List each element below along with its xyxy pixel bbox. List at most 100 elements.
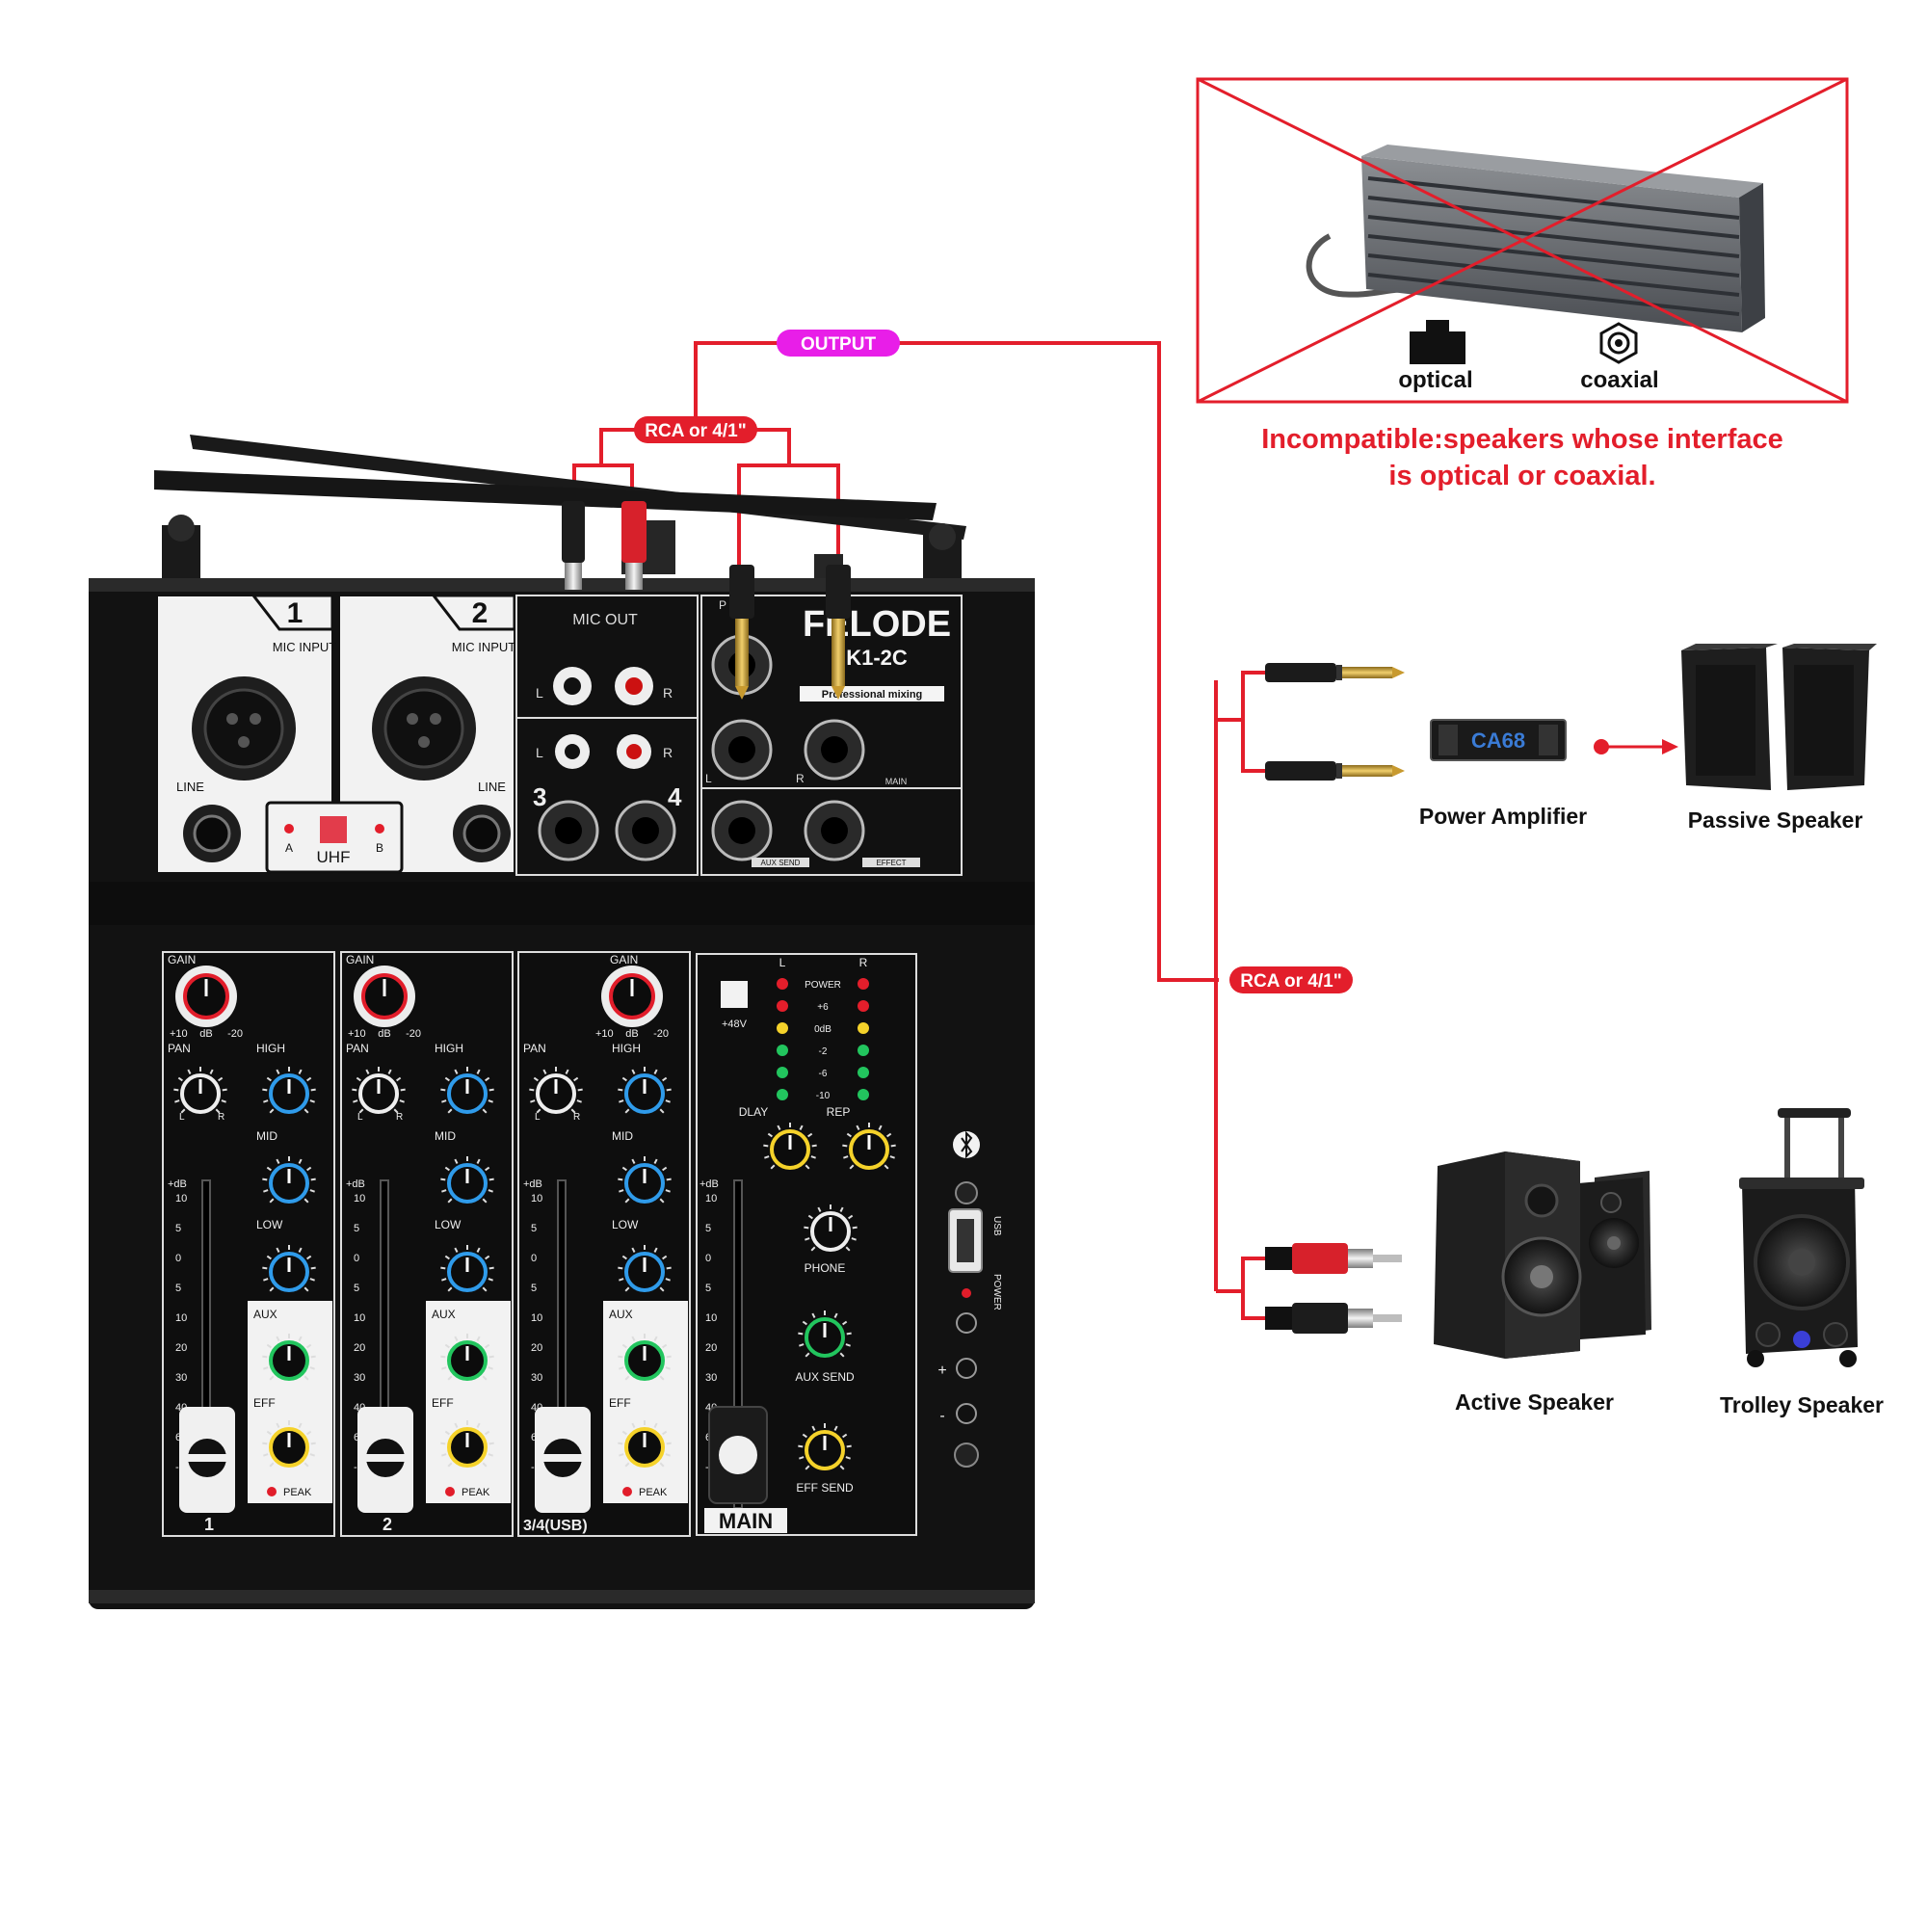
meter-row-label: 0dB: [814, 1024, 832, 1035]
pan-knob-tick: [533, 1076, 539, 1082]
low-knob: [440, 1245, 494, 1292]
mid-knob-tick: [488, 1189, 493, 1193]
gain-label: GAIN: [168, 953, 196, 966]
io-panel-right: P FELODE K1-2C Professional mixing L R M…: [700, 565, 963, 876]
ch2-line-label: LINE: [478, 780, 506, 794]
incompatible-warning: Incompatible:speakers whose interface is…: [1195, 421, 1850, 494]
mixer-bottom-edge: [89, 1590, 1035, 1603]
aux-knob-tick: [619, 1366, 624, 1370]
aux-send-knob: [798, 1310, 852, 1358]
fader-scale-tick: 20: [354, 1342, 365, 1354]
gain-label: GAIN: [610, 953, 638, 966]
high-knob-tick: [440, 1088, 446, 1092]
mid-knob-tick: [476, 1158, 481, 1164]
aux-knob-tick: [276, 1336, 280, 1341]
low-knob: [262, 1245, 316, 1292]
meter-led-l: [777, 978, 788, 990]
meter-led-r: [858, 1045, 869, 1056]
mid-knob-tick: [306, 1166, 312, 1172]
aux-knob: [618, 1334, 672, 1381]
mid-knob-tick: [624, 1198, 630, 1204]
pan-knob-tick: [565, 1069, 569, 1074]
low-knob-tick: [476, 1247, 481, 1253]
pan-knob-tick: [353, 1099, 358, 1103]
eff-knob-tick: [304, 1462, 309, 1468]
high-knob: [262, 1067, 316, 1114]
aux-knob-tick: [306, 1343, 312, 1349]
dlay-knob-tick: [763, 1144, 769, 1148]
meter-led-r: [858, 978, 869, 990]
eff-knob: [262, 1420, 316, 1468]
low-knob-tick: [488, 1278, 493, 1282]
rca-branch-1: [1216, 1257, 1265, 1293]
eff-send-knob-tick: [839, 1465, 845, 1470]
eff-knob-tick: [440, 1442, 446, 1445]
ch1-mic-input: MIC INPUT: [273, 640, 337, 654]
meter-led-r: [858, 1067, 869, 1078]
phone-knob-tick: [852, 1226, 858, 1230]
eff-knob-tick: [621, 1430, 627, 1436]
phone-knob: [804, 1204, 858, 1252]
eff-knob-tick: [618, 1442, 623, 1445]
dlay-knob-tick: [767, 1132, 773, 1138]
mid-knob-tick: [659, 1198, 665, 1204]
pan-knob-tick: [221, 1099, 226, 1103]
usb-indicator: [955, 1181, 978, 1204]
aux-knob-tick: [665, 1366, 671, 1370]
ch1-line-label: LINE: [176, 780, 204, 794]
aux-knob-tick: [666, 1355, 672, 1359]
aux-knob-tick: [659, 1375, 665, 1381]
pan-knob-tick: [570, 1108, 576, 1114]
master-scale-tick: 0: [705, 1253, 711, 1264]
low-knob-tick: [304, 1286, 309, 1292]
eff-knob-tick: [310, 1442, 316, 1445]
aux-knob-tick: [482, 1375, 488, 1381]
eff-knob-tick: [441, 1453, 447, 1457]
output-tag: OUTPUT: [777, 330, 900, 357]
high-knob-tick: [476, 1069, 481, 1074]
transport-button: [956, 1312, 977, 1334]
pan-knob-tick: [358, 1108, 364, 1114]
pan-knob-tick: [180, 1108, 186, 1114]
fader-scale-tick: 30: [175, 1372, 187, 1384]
gain-scale-right: -20: [653, 1028, 669, 1040]
meter-led-l: [777, 1067, 788, 1078]
master-scale-tick: 20: [705, 1342, 717, 1354]
speaker-top: [1361, 145, 1763, 198]
rca-tag-top-label: RCA or 4/1": [645, 421, 746, 441]
low-knob-tick: [653, 1247, 658, 1253]
fader-scale-tick: 5: [175, 1283, 181, 1294]
aux-knob-tick: [624, 1375, 630, 1381]
aux-send-knob-tick: [842, 1320, 848, 1326]
mixer-image: 1 MIC INPUT LINE 2 MIC INPUT LINE: [89, 435, 1035, 1609]
meter-led-l: [777, 1000, 788, 1012]
high-knob-tick: [276, 1069, 280, 1074]
dlay-knob-tick: [764, 1155, 770, 1159]
optical-icon: [1410, 320, 1465, 364]
pan-knob-tick: [387, 1069, 392, 1074]
high-label: HIGH: [612, 1042, 641, 1055]
eff-knob-tick: [662, 1430, 668, 1436]
phone-knob-tick: [817, 1206, 822, 1212]
phone-knob-tick: [851, 1237, 857, 1241]
pan-knob-tick: [209, 1069, 214, 1074]
ch4-number: 4: [668, 782, 682, 811]
aux-send-knob-tick: [802, 1320, 807, 1326]
dlay-knob-tick: [805, 1164, 810, 1170]
pan-l-label: L: [535, 1112, 541, 1123]
high-knob-tick: [441, 1099, 447, 1103]
low-knob-tick: [665, 1278, 671, 1282]
coaxial-icon: [1599, 322, 1638, 364]
ch2-mic-input: MIC INPUT: [452, 640, 516, 654]
gain-knob: [183, 973, 229, 1019]
rep-knob-tick: [890, 1144, 896, 1148]
eff-knob-tick: [454, 1422, 459, 1428]
phone-label: PHONE: [805, 1261, 846, 1275]
mic-out-label: MIC OUT: [572, 612, 638, 628]
phone-knob-tick: [845, 1246, 851, 1252]
cross-line-2: [1197, 77, 1848, 404]
power-led: [962, 1288, 971, 1298]
master-scale-tick: 10: [705, 1193, 717, 1204]
